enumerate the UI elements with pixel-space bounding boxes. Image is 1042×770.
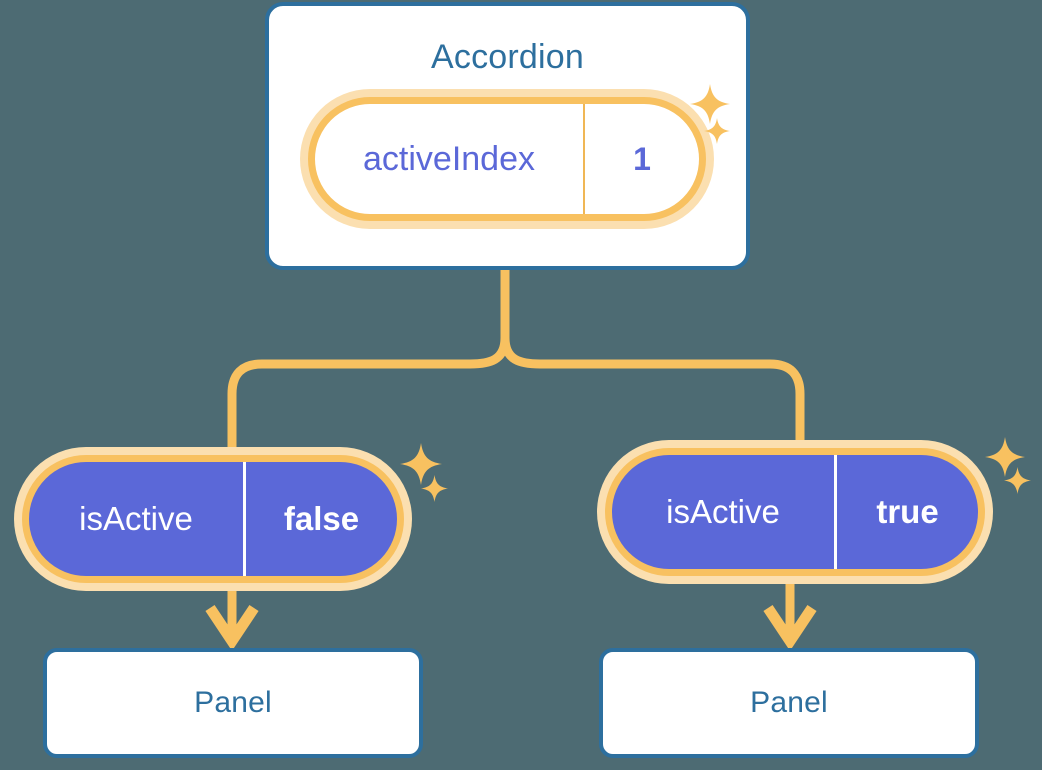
connector-branch-right — [500, 333, 805, 460]
state-value-label: 1 — [583, 104, 699, 214]
panel-component-card-right[interactable]: Panel — [599, 648, 979, 758]
sparkle-icon — [421, 475, 448, 502]
sparkle-icon — [400, 443, 442, 485]
sparkle-icon — [1004, 467, 1031, 494]
panel-label: Panel — [750, 686, 828, 719]
sparkle-icon — [985, 437, 1025, 477]
state-key-label: isActive — [666, 493, 780, 530]
arrow-down-icon-right — [763, 604, 817, 651]
state-pill-is-active-left[interactable]: isActive false — [22, 455, 404, 583]
state-key-label: isActive — [79, 500, 193, 537]
panel-component-card-left[interactable]: Panel — [43, 648, 423, 758]
connector-branch-left — [227, 333, 510, 467]
state-key-label: activeIndex — [363, 139, 535, 178]
state-value-label: false — [243, 462, 397, 576]
state-value-label: true — [834, 455, 978, 569]
arrow-down-icon-left — [205, 604, 259, 651]
state-pill-active-index[interactable]: activeIndex 1 — [308, 97, 706, 221]
panel-label: Panel — [194, 686, 272, 719]
state-pill-is-active-right[interactable]: isActive true — [605, 448, 985, 576]
page-title: Accordion — [431, 38, 584, 76]
